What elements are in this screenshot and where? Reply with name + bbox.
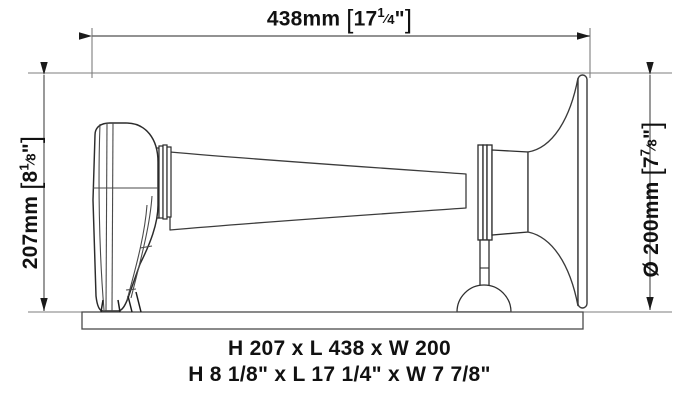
length-metric-value: 438mm xyxy=(266,7,341,31)
dimensions-caption: H 207 x L 438 x W 200 H 8 1/8" x L 17 1/… xyxy=(0,336,679,388)
diameter-symbol-icon: Ø xyxy=(640,260,664,278)
bracket-close-length: ] xyxy=(404,6,413,34)
height-frac-denominator: 8 xyxy=(23,153,39,161)
caption-line-metric: H 207 x L 438 x W 200 xyxy=(227,337,452,360)
diameter-frac-denominator: 8 xyxy=(644,138,660,147)
bracket-close-diameter: ] xyxy=(638,121,667,129)
height-imperial-whole: 8 xyxy=(19,170,43,183)
dimension-label-mouth-diameter: Ø 200mm [77⁄8"] xyxy=(637,85,668,315)
horn-clamp-ring xyxy=(477,144,493,241)
caption-line-imperial: H 8 1/8" x L 17 1/4" x W 7 7/8" xyxy=(188,363,491,386)
bracket-open-height: [ xyxy=(17,182,46,190)
height-frac-numerator: 1 xyxy=(16,163,32,171)
horn-bell-rim xyxy=(577,74,588,309)
inch-mark-diameter: " xyxy=(640,128,664,139)
length-frac-denominator: 4 xyxy=(387,12,395,28)
inch-mark-height: " xyxy=(19,143,43,154)
length-frac-numerator: 1 xyxy=(377,4,385,20)
dimension-label-length: 438mm [171⁄4"] xyxy=(0,6,679,35)
diameter-imperial-whole: 7 xyxy=(640,156,664,169)
diameter-imperial-fraction: 7⁄8 xyxy=(637,138,660,157)
bracket-open-diameter: [ xyxy=(638,168,667,176)
diameter-frac-numerator: 7 xyxy=(637,148,653,157)
dimension-label-height: 207mm [81⁄8"] xyxy=(16,93,47,313)
diameter-metric-value: 200mm xyxy=(640,181,664,255)
horn-support-stand xyxy=(456,239,512,313)
bracket-open-length: [ xyxy=(346,6,354,34)
inch-mark-length: " xyxy=(394,7,405,31)
height-imperial-fraction: 1⁄8 xyxy=(16,153,39,171)
horn-straight-section xyxy=(491,149,529,236)
driver-feet-marks xyxy=(100,291,142,313)
horn-flare-body xyxy=(169,151,467,231)
base-plate xyxy=(81,311,584,330)
height-metric-value: 207mm xyxy=(19,195,43,270)
length-imperial-fraction: 1⁄4 xyxy=(377,4,395,28)
bracket-close-height: ] xyxy=(17,135,46,144)
length-imperial-whole: 17 xyxy=(353,7,378,31)
driver-detail-lines xyxy=(93,122,158,312)
